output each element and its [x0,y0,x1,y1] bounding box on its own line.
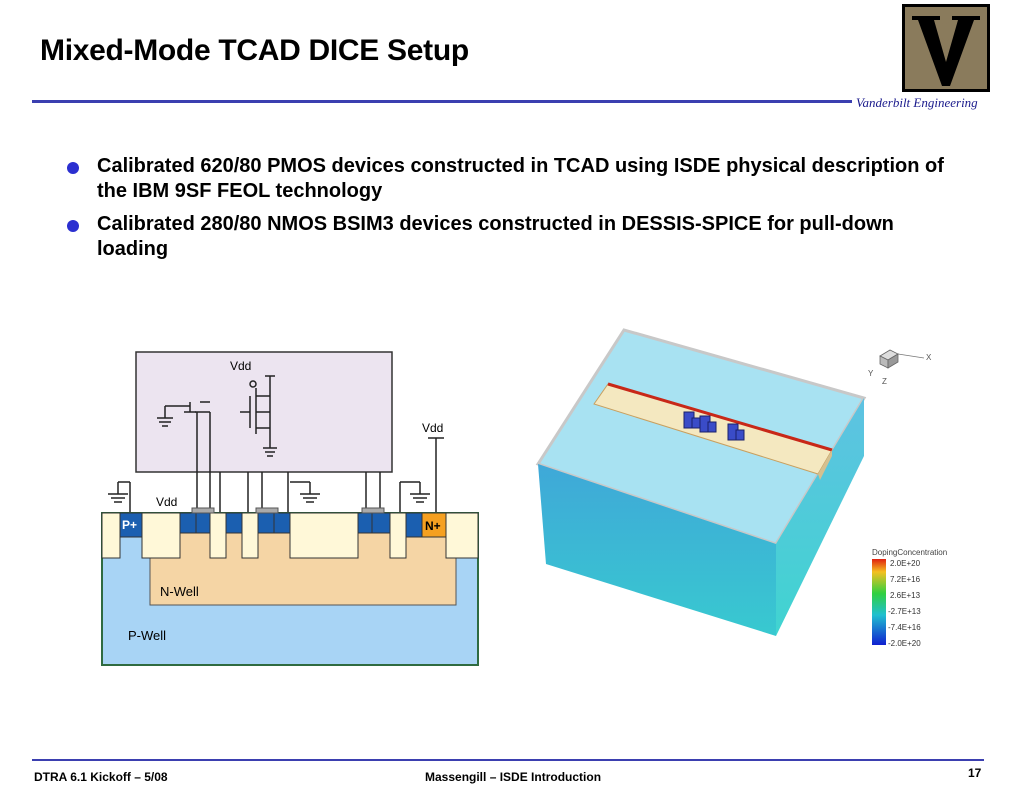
page-number: 17 [968,766,982,780]
dice-cross-section-diagram: Vdd Vd [101,351,479,666]
vdd-right-label: Vdd [422,421,443,435]
p-well-label: P-Well [128,628,166,643]
ground-icon [157,401,210,427]
axis-triad-icon [879,349,925,369]
axis-x-label: X [926,353,932,362]
bullet-item: Calibrated 280/80 NMOS BSIM3 devices con… [60,212,960,262]
block-side-face [776,398,864,636]
transistor-stack-icon [240,375,277,457]
circuit-box [135,351,393,473]
transistor-devices [683,411,745,441]
header-divider [32,100,852,103]
device-regions [101,512,479,559]
svg-text:2.6E+13: 2.6E+13 [890,591,921,600]
slide-title: Mixed-Mode TCAD DICE Setup [40,34,469,67]
vdd-circuit-label: Vdd [230,359,251,373]
axis-y-label: Y [868,369,874,378]
svg-text:-2.0E+20: -2.0E+20 [888,639,921,648]
legend-color-bar [872,559,886,645]
footer-left-text: DTRA 6.1 Kickoff – 5/08 [34,770,168,784]
footer-divider [32,759,984,761]
bullet-item: Calibrated 620/80 PMOS devices construct… [60,154,960,204]
gate-contacts [191,507,385,514]
bullet-list: Calibrated 620/80 PMOS devices construct… [60,154,960,270]
svg-text:2.0E+20: 2.0E+20 [890,559,921,568]
bullet-dot-icon [67,162,79,174]
axis-z-label: Z [882,377,887,386]
vanderbilt-logo [902,4,990,92]
svg-text:-7.4E+16: -7.4E+16 [888,623,921,632]
n-well-label: N-Well [160,584,199,599]
vdd-left-label: Vdd [156,495,177,509]
n-plus-label: N+ [425,519,441,533]
block-front-face [538,464,776,636]
legend-values: 2.0E+20 7.2E+16 2.6E+13 -2.7E+13 -7.4E+1… [888,559,921,648]
tcad-3d-device-render: X Y Z DopingConcentration 2.0E+20 7.2E+1… [535,328,947,648]
svg-text:-2.7E+13: -2.7E+13 [888,607,921,616]
substrate-ground-icons [108,481,430,513]
interconnect-wires [196,412,444,513]
bullet-text: Calibrated 280/80 NMOS BSIM3 devices con… [97,213,894,260]
p-plus-label: P+ [122,518,137,532]
svg-text:7.2E+16: 7.2E+16 [890,575,921,584]
bullet-text: Calibrated 620/80 PMOS devices construct… [97,155,944,202]
footer-center-text: Massengill – ISDE Introduction [425,770,602,784]
bullet-dot-icon [67,220,79,232]
org-label: Vanderbilt Engineering [856,95,978,110]
legend-title: DopingConcentration [872,548,947,557]
